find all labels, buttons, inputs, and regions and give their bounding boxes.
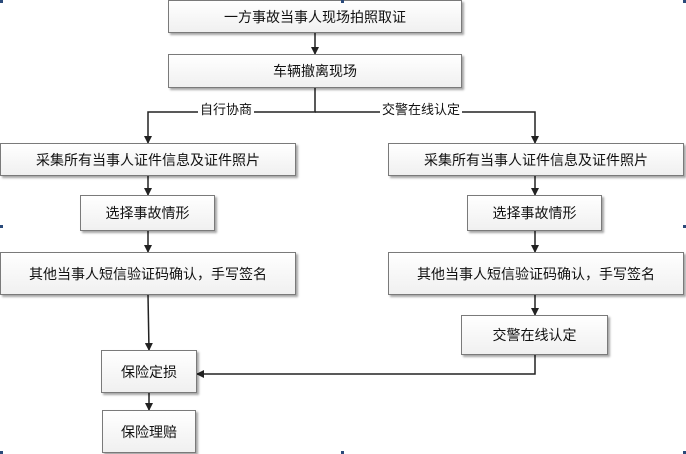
- selection-handle: [0, 451, 3, 454]
- step-situation-left: 选择事故情形: [80, 195, 215, 231]
- step-situation-right: 选择事故情形: [467, 195, 602, 231]
- step-collect-right: 采集所有当事人证件信息及证件照片: [388, 143, 684, 176]
- branch-label-negotiation: 自行协商: [198, 103, 255, 119]
- step-insurance-assess: 保险定损: [101, 350, 197, 393]
- step-sms-right: 其他当事人短信验证码确认，手写签名: [388, 252, 684, 295]
- arrow-police-to-assess: [196, 355, 536, 378]
- step-sms-left: 其他当事人短信验证码确认，手写签名: [0, 252, 296, 295]
- step-police-confirm: 交警在线认定: [461, 315, 608, 355]
- step-insurance-claim: 保险理赔: [102, 410, 196, 453]
- step-collect-left: 采集所有当事人证件信息及证件照片: [0, 143, 296, 176]
- selection-handle: [0, 225, 3, 228]
- selection-handle: [341, 0, 344, 3]
- arrow-left-sms-to-assess: [144, 294, 153, 351]
- step-leave-scene: 车辆撤离现场: [168, 54, 462, 88]
- step-photo: 一方事故当事人现场拍照取证: [168, 0, 462, 33]
- branch-label-police: 交警在线认定: [380, 103, 463, 119]
- selection-handle: [0, 0, 3, 3]
- selection-handle: [341, 451, 344, 454]
- selection-handle: [683, 0, 686, 3]
- selection-handle: [683, 451, 686, 454]
- selection-handle: [683, 225, 686, 228]
